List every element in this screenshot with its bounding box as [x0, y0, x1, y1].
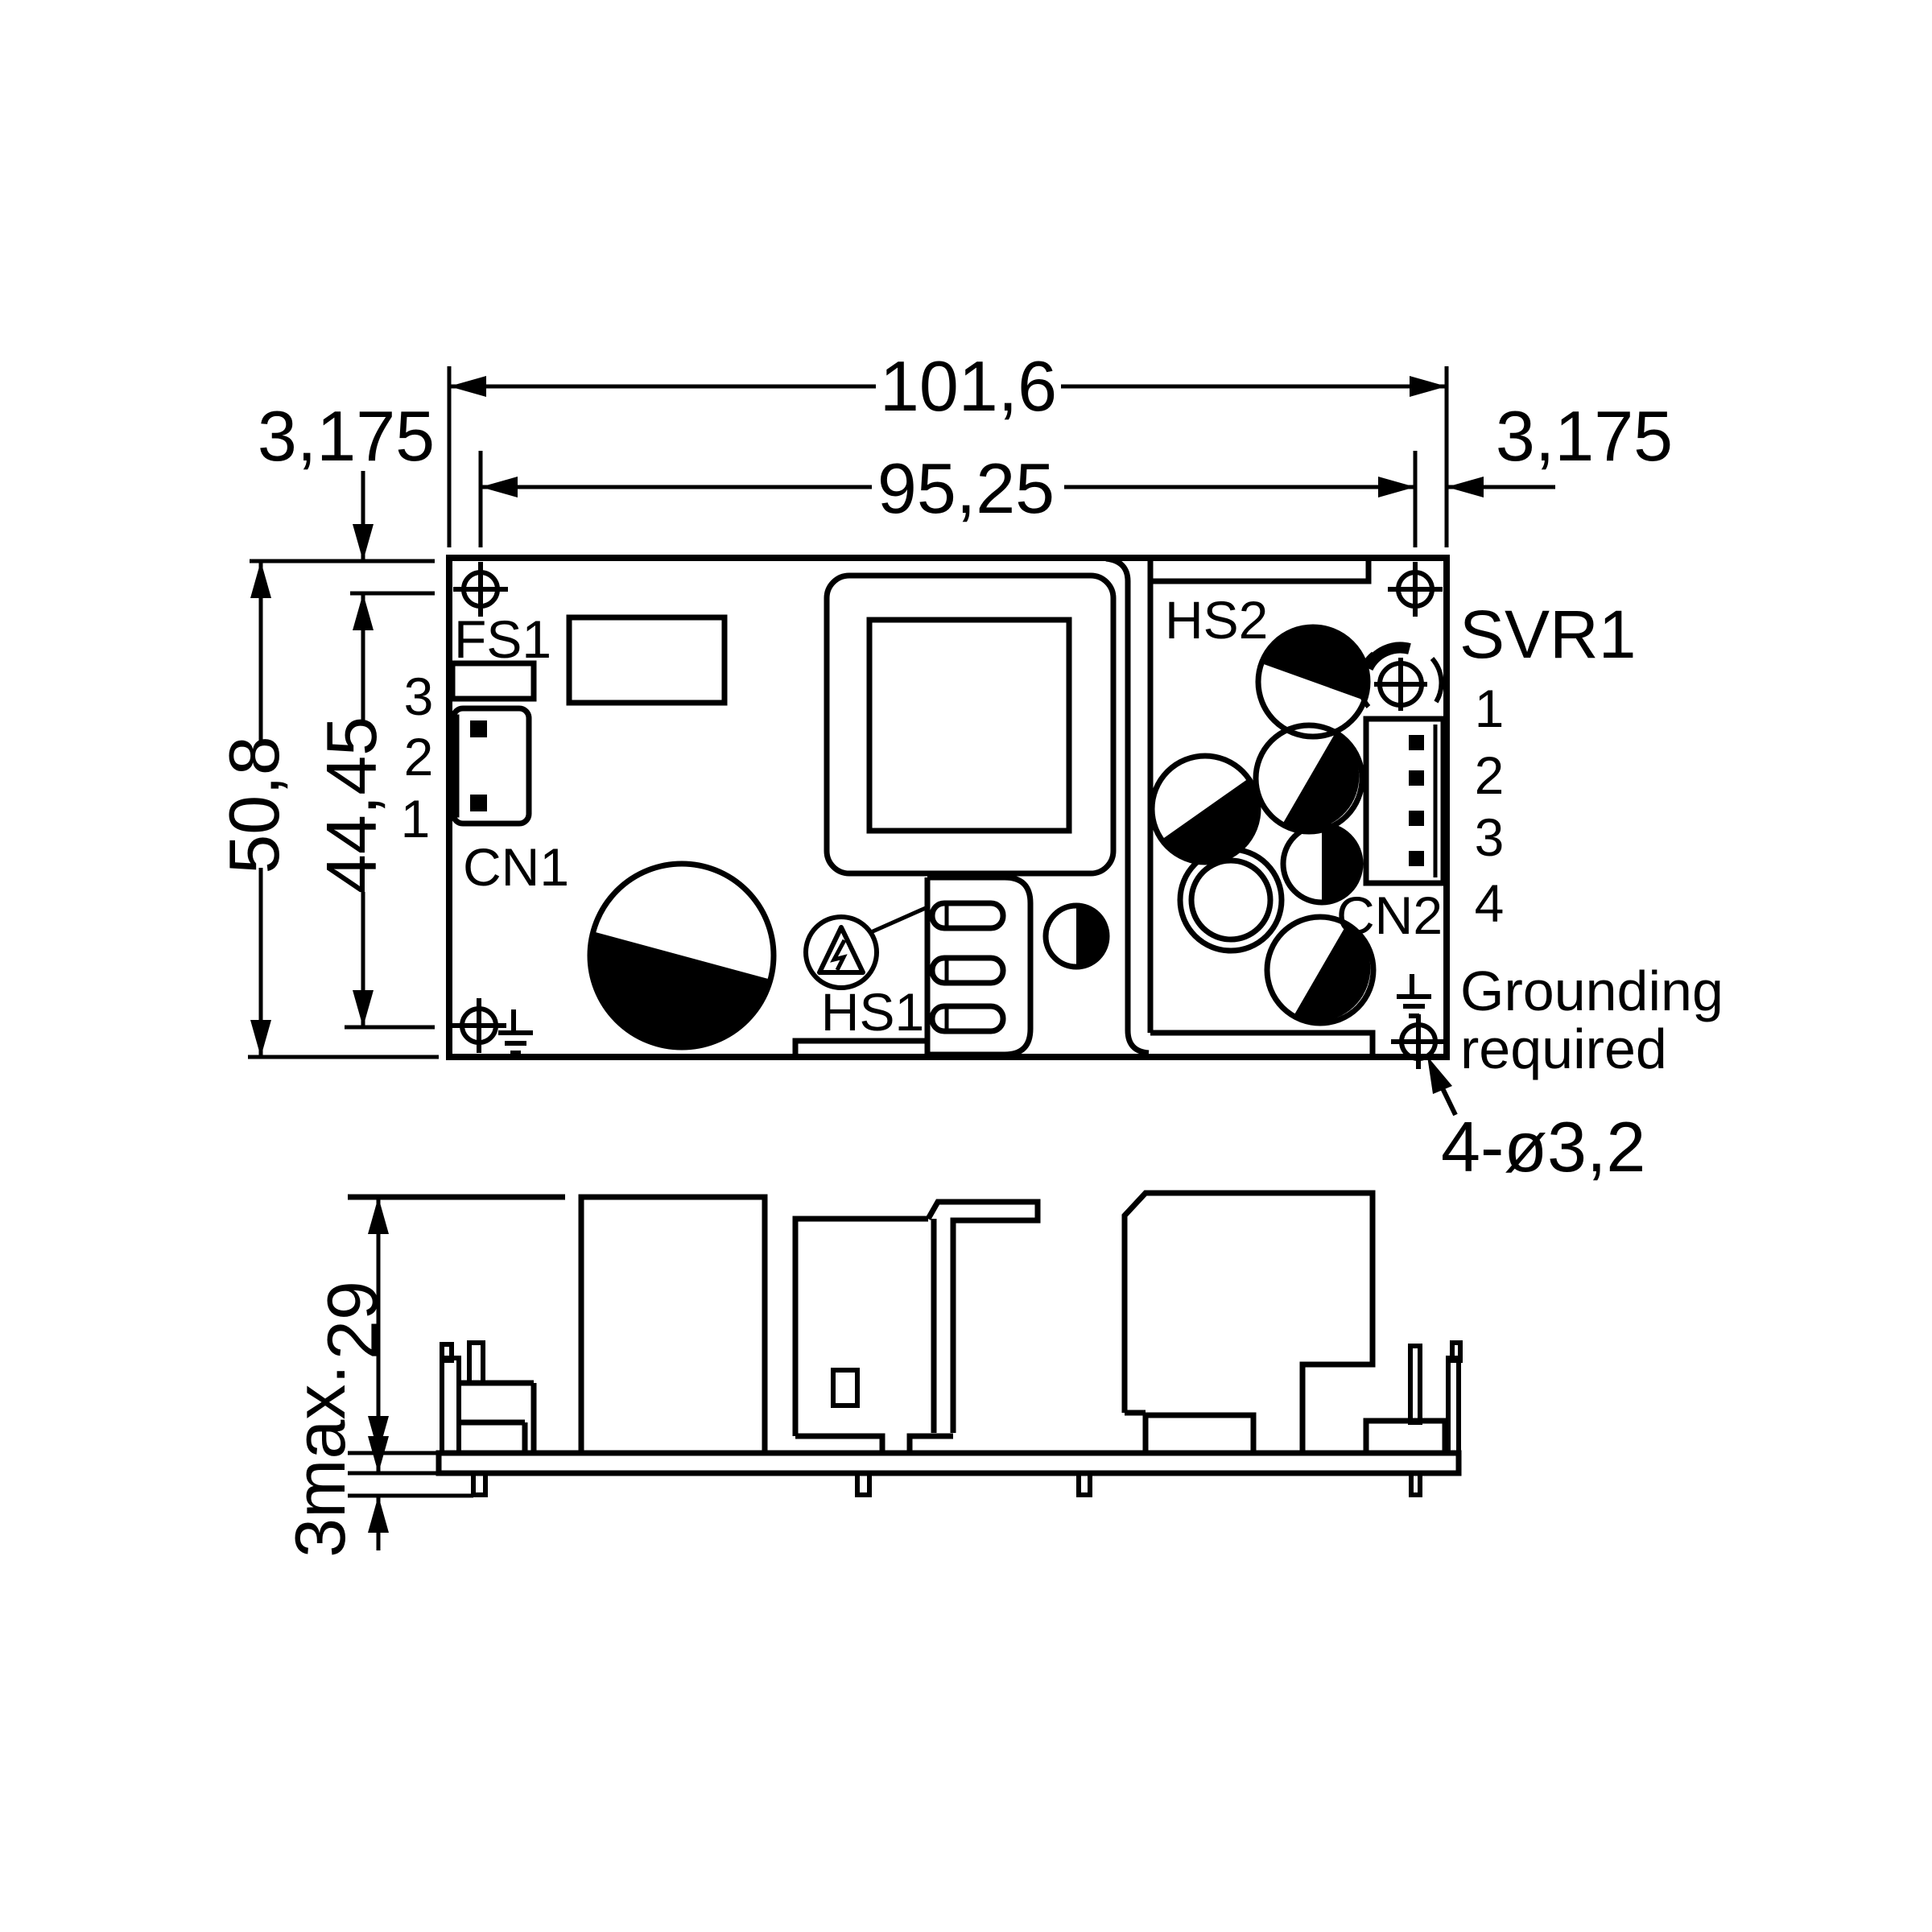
side-view	[348, 1190, 1463, 1497]
hole-leader-arrow	[1427, 1056, 1458, 1117]
heatsink-hs2	[1150, 560, 1376, 1055]
cn1-pin-label-3: 3	[404, 667, 434, 726]
dimensions-top: 101,6 95,25 3,175 3,175 44,45 50,8 4-ø3,…	[214, 346, 1673, 1187]
label-fs1: FS1	[454, 609, 551, 669]
to220-pin-slot	[929, 900, 1006, 931]
board-section-divider	[1105, 555, 1154, 1056]
dim-overall-width: 101,6	[880, 346, 1057, 426]
grounding-note-line2: required	[1460, 1018, 1667, 1080]
solder-pin	[855, 1471, 872, 1497]
capacitor	[1255, 624, 1371, 740]
cn2-side-profile	[1363, 1340, 1463, 1456]
dim-arrow	[1378, 477, 1415, 497]
dim-arrow	[353, 524, 374, 561]
dim-margin-left: 3,175	[258, 396, 435, 476]
ground-symbol-bottom-right-icon	[1397, 974, 1431, 1018]
capacitor	[1149, 753, 1261, 865]
dim-overall-height: 50,8	[214, 736, 294, 873]
transformer	[824, 572, 1117, 877]
dim-arrow	[449, 376, 486, 397]
cn2-pin3	[1409, 811, 1424, 826]
cn2-pin-label-1: 1	[1475, 679, 1505, 738]
warning-triangle-icon	[803, 914, 879, 990]
cn2-pin2	[1409, 770, 1424, 786]
to220-pin-slot	[929, 955, 1006, 986]
dim-arrow	[368, 1436, 389, 1473]
hs1-leader-line	[869, 905, 929, 935]
dimensions-side: 29 3max.	[280, 1197, 473, 1558]
pcb-side-slab	[436, 1450, 1462, 1476]
mounting-hole-bottom-right-icon	[1391, 1014, 1446, 1069]
to220-pin-slot	[929, 1003, 1006, 1034]
cn1-pin-label-1: 1	[401, 789, 431, 848]
transformer-side	[578, 1194, 768, 1456]
dim-margin-right: 3,175	[1496, 396, 1673, 476]
svr1-trimmer-screw-icon	[1356, 642, 1444, 711]
dim-component-height: 29	[312, 1281, 392, 1360]
small-component-circle	[1042, 902, 1110, 970]
dim-hole-height: 44,45	[312, 716, 391, 894]
dim-arrow	[481, 477, 518, 497]
grounding-note-line1: Grounding	[1460, 960, 1724, 1022]
smd-component	[566, 614, 728, 706]
heatsink-hs1	[792, 874, 1034, 1058]
hs1-side-profile	[792, 1199, 1041, 1454]
dim-hole-width: 95,25	[877, 448, 1055, 528]
dim-arrow	[1410, 376, 1447, 397]
dim-arrow	[368, 1197, 389, 1234]
label-cn2: CN2	[1336, 886, 1443, 945]
cn1-pin3	[470, 720, 487, 737]
hole-diameter-note: 4-ø3,2	[1441, 1107, 1645, 1187]
component-labels: FS1 CN1 3 2 1 HS1 HS2 SVR1 CN2 1 2 3 4 G…	[401, 590, 1724, 1080]
mounting-hole-bottom-left-icon	[452, 998, 506, 1053]
label-hs2: HS2	[1165, 590, 1268, 650]
cn2-pin-label-3: 3	[1475, 807, 1505, 867]
dim-arrow	[1447, 477, 1484, 497]
capacitor	[1280, 822, 1364, 906]
dim-arrow	[368, 1496, 389, 1533]
hs2-side-profile	[1121, 1190, 1376, 1456]
mounting-hole-top-right-icon	[1388, 562, 1443, 617]
capacitor	[1253, 722, 1365, 835]
bulk-capacitor	[587, 861, 777, 1051]
cn2-pin-label-4: 4	[1475, 873, 1505, 933]
inductor-coil	[1177, 846, 1285, 954]
capacitor	[1264, 914, 1377, 1026]
dim-pin-protrusion: 3max.	[280, 1364, 360, 1558]
fuse-fs1-body	[449, 660, 537, 702]
label-svr1: SVR1	[1459, 597, 1636, 672]
dim-arrow	[250, 561, 271, 598]
solder-pin	[1076, 1471, 1092, 1497]
ground-symbol-bottom-left-icon	[498, 1009, 533, 1055]
mounting-hole-top-left-icon	[453, 562, 508, 617]
cn2-pin4	[1409, 851, 1424, 866]
solder-pin	[1409, 1471, 1422, 1497]
heatsink-hole	[831, 1368, 860, 1408]
cn2-pin1	[1409, 735, 1424, 750]
label-hs1: HS1	[821, 982, 924, 1042]
solder-pin	[471, 1471, 488, 1497]
cn1-side-profile	[440, 1340, 537, 1455]
cn1-pin-label-2: 2	[404, 727, 434, 786]
cn2-connector	[1363, 716, 1447, 886]
cn2-pin-label-2: 2	[1475, 745, 1505, 805]
top-view	[446, 555, 1458, 1117]
dim-arrow	[353, 990, 374, 1027]
cn1-pin1	[470, 795, 487, 811]
cn1-connector	[447, 705, 532, 827]
dim-arrow	[353, 593, 374, 630]
dim-arrow	[250, 1020, 271, 1057]
label-cn1: CN1	[463, 837, 569, 897]
